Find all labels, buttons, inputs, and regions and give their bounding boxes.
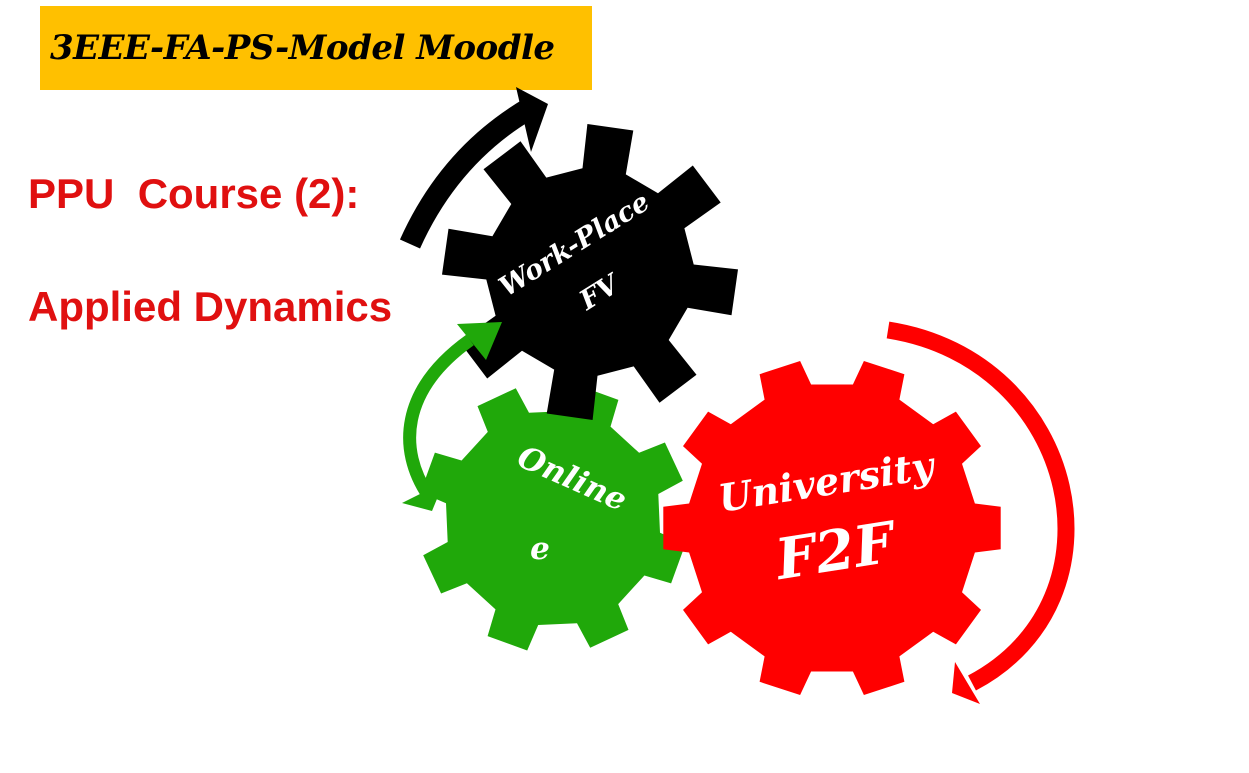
course-title-line2: Applied Dynamics [28, 283, 393, 330]
green-cycle-arrow [403, 334, 474, 499]
banner-text: 3EEE-FA-PS-Model Moodle [50, 28, 555, 68]
black-arrowhead [516, 87, 548, 152]
green-arrowhead-bottom [402, 482, 444, 511]
red-arrowhead [952, 662, 980, 704]
online-gear [420, 385, 686, 651]
green-arrowhead-top [457, 322, 502, 360]
title-banner: 3EEE-FA-PS-Model Moodle [40, 6, 592, 90]
workplace-gear [442, 124, 738, 420]
university-gear [663, 361, 1001, 695]
red-cycle-arrow [886, 321, 1075, 691]
online-gear-label-line2: e [530, 531, 550, 567]
course-title-line1: PPU Course (2): [28, 170, 360, 217]
black-cycle-arrow [399, 98, 536, 249]
